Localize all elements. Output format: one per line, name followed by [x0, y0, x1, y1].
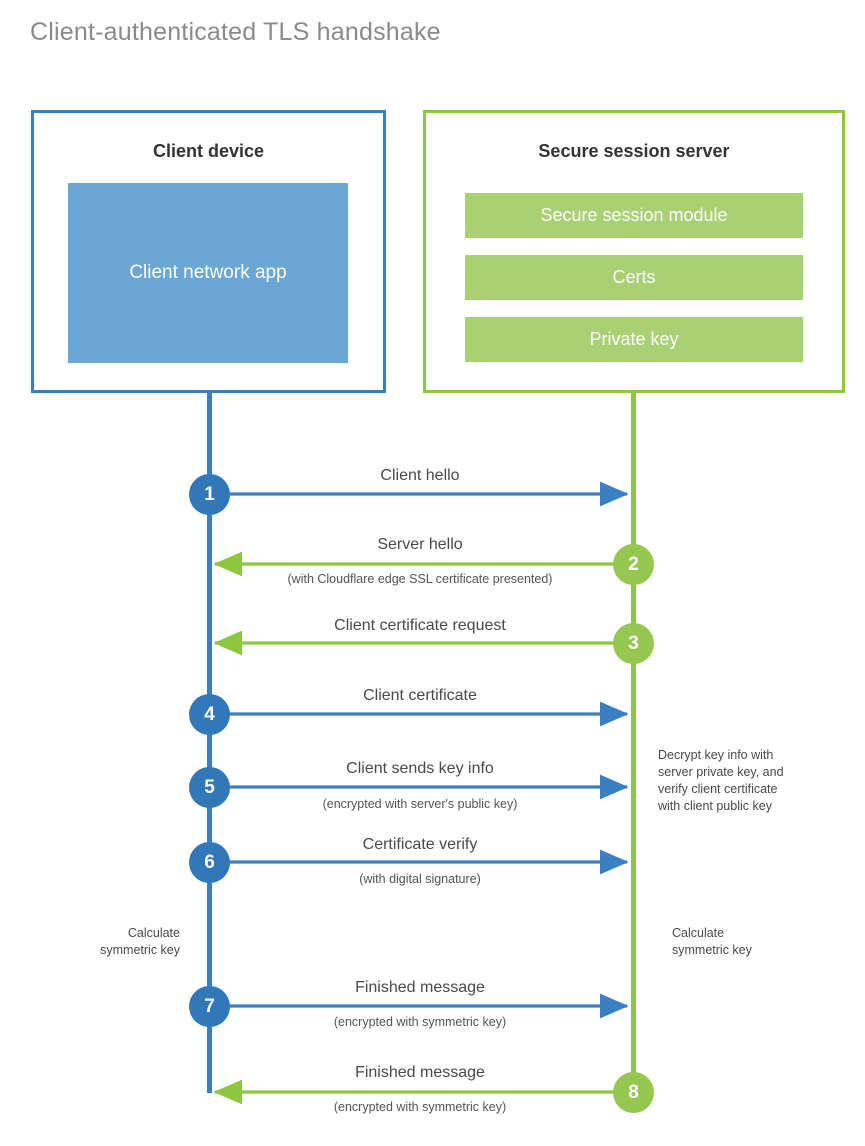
secure-session-server-title: Secure session server	[538, 141, 730, 161]
message-label-6: Certificate verify	[362, 836, 478, 853]
client-network-app-block: Client network app	[68, 183, 348, 363]
annotation-line: with client public key	[658, 798, 772, 813]
message-sublabel-8: (encrypted with symmetric key)	[333, 1100, 507, 1114]
server-component-certs: Certs	[465, 255, 803, 300]
client-device-title: Client device	[152, 141, 265, 161]
message-label-5: Client sends key info	[346, 760, 494, 777]
step-marker-4[interactable]: 4	[189, 694, 230, 735]
server-decrypt-annotation: Decrypt key info with server private key…	[658, 747, 848, 815]
client-device-box: Client device Client network app	[31, 110, 386, 393]
server-component-private-key: Private key	[465, 317, 803, 362]
message-sublabel-5: (encrypted with server's public key)	[322, 797, 518, 811]
client-network-app-label: Client network app	[129, 262, 287, 284]
message-label-1: Client hello	[380, 467, 460, 484]
step-marker-2[interactable]: 2	[613, 544, 654, 585]
server-component-secure-session-module: Secure session module	[465, 193, 803, 238]
message-label-7: Finished message	[355, 979, 485, 996]
annotation-line: symmetric key	[672, 942, 752, 957]
client-calculate-symmetric-key-annotation: Calculate symmetric key	[20, 925, 180, 959]
message-sublabel-6: (with digital signature)	[359, 872, 481, 886]
message-label-2: Server hello	[377, 536, 463, 553]
server-component-label: Certs	[612, 267, 656, 287]
message-label-4: Client certificate	[363, 687, 477, 704]
server-component-label: Private key	[589, 329, 679, 349]
annotation-line: Decrypt key info with	[658, 748, 774, 762]
message-sublabel-2: (with Cloudflare edge SSL certificate pr…	[287, 572, 553, 586]
step-marker-1[interactable]: 1	[189, 474, 230, 515]
server-lifeline	[631, 392, 636, 1093]
step-marker-6[interactable]: 6	[189, 842, 230, 883]
step-marker-3[interactable]: 3	[613, 623, 654, 664]
server-component-label: Secure session module	[540, 205, 728, 225]
server-calculate-symmetric-key-annotation: Calculate symmetric key	[672, 925, 842, 959]
message-sublabel-7: (encrypted with symmetric key)	[333, 1015, 507, 1029]
client-lifeline	[207, 392, 212, 1093]
message-label-3: Client certificate request	[334, 617, 506, 634]
annotation-line: Calculate	[127, 926, 180, 940]
step-marker-7[interactable]: 7	[189, 986, 230, 1027]
step-marker-5[interactable]: 5	[189, 767, 230, 808]
page-title: Client-authenticated TLS handshake	[30, 18, 441, 46]
step-marker-8[interactable]: 8	[613, 1072, 654, 1113]
message-label-8: Finished message	[355, 1064, 485, 1081]
annotation-line: server private key, and	[658, 764, 784, 779]
annotation-line: verify client certificate	[658, 781, 778, 796]
annotation-line: symmetric key	[100, 942, 180, 957]
secure-session-server-box: Secure session server Secure session mod…	[423, 110, 845, 393]
annotation-line: Calculate	[672, 926, 725, 940]
